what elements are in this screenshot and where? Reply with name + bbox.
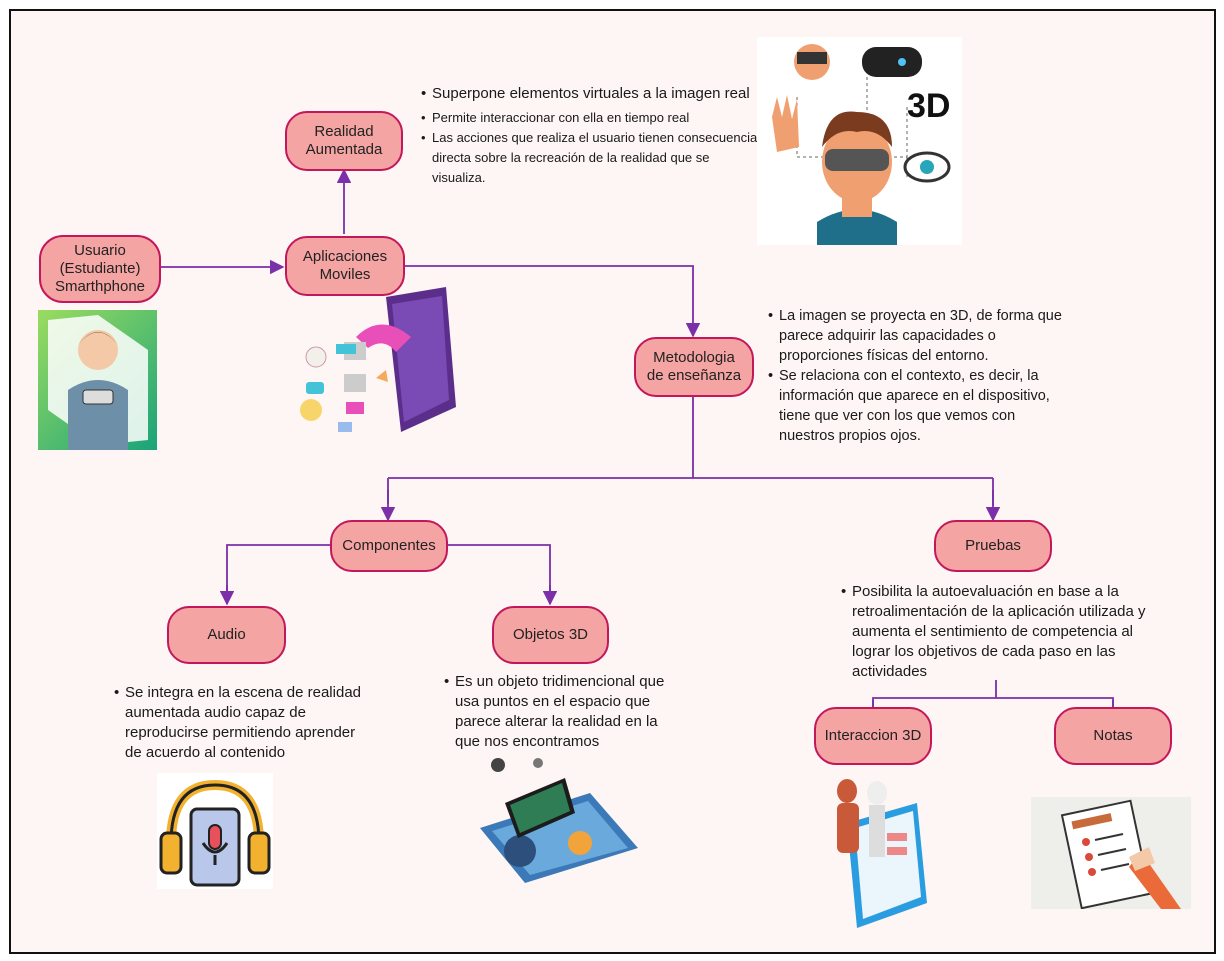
text-realidad-3: Las acciones que realiza el usuario tien…	[421, 128, 760, 188]
node-aplicaciones: Aplicaciones Moviles	[285, 236, 405, 296]
text-realidad-2: Permite interaccionar con ella en tiempo…	[421, 108, 760, 128]
node-interaccion-3d: Interaccion 3D	[814, 707, 932, 765]
connector-metodologia-branch	[387, 397, 994, 506]
node-componentes: Componentes	[330, 520, 448, 572]
vr-user-illustration: 3D	[757, 37, 962, 245]
node-pruebas: Pruebas	[934, 520, 1052, 572]
connector-aplicaciones-metodologia	[404, 265, 701, 338]
notes-checklist-illustration	[1031, 797, 1191, 910]
text-pruebas: Posibilita la autoevaluación en base a l…	[840, 582, 1150, 682]
text-objetos-1: Es un objeto tridimencional que usa punt…	[444, 672, 683, 752]
node-realidad-aumentada: Realidad Aumentada	[285, 111, 403, 171]
node-notas: Notas	[1054, 707, 1172, 765]
text-realidad: Superpone elementos virtuales a la image…	[420, 84, 760, 188]
child-smartphone-photo	[38, 310, 157, 450]
text-audio-1: Se integra en la escena de realidad aume…	[114, 683, 363, 763]
ar-3d-objects-illustration	[470, 753, 640, 883]
text-objetos: Es un objeto tridimencional que usa punt…	[443, 672, 683, 752]
text-pruebas-1: Posibilita la autoevaluación en base a l…	[841, 582, 1150, 682]
text-realidad-1: Superpone elementos virtuales a la image…	[421, 84, 760, 104]
node-usuario: Usuario (Estudiante) Smarthphone	[39, 235, 161, 303]
node-metodologia: Metodologia de enseñanza	[634, 337, 754, 397]
vr-3d-label: 3D	[907, 87, 950, 125]
magnet-phone-illustration	[296, 282, 466, 442]
text-metodologia-2: Se relaciona con el contexto, es decir, …	[768, 366, 1067, 446]
headphones-audio-icon	[157, 773, 273, 889]
node-audio: Audio	[167, 606, 286, 664]
node-objetos-3d: Objetos 3D	[492, 606, 609, 664]
text-metodologia: La imagen se proyecta en 3D, de forma qu…	[767, 306, 1067, 446]
anatomy-3d-illustration	[817, 773, 935, 931]
text-audio: Se integra en la escena de realidad aume…	[113, 683, 363, 763]
connector-componentes-branch	[226, 544, 551, 600]
text-metodologia-1: La imagen se proyecta en 3D, de forma qu…	[768, 306, 1067, 366]
